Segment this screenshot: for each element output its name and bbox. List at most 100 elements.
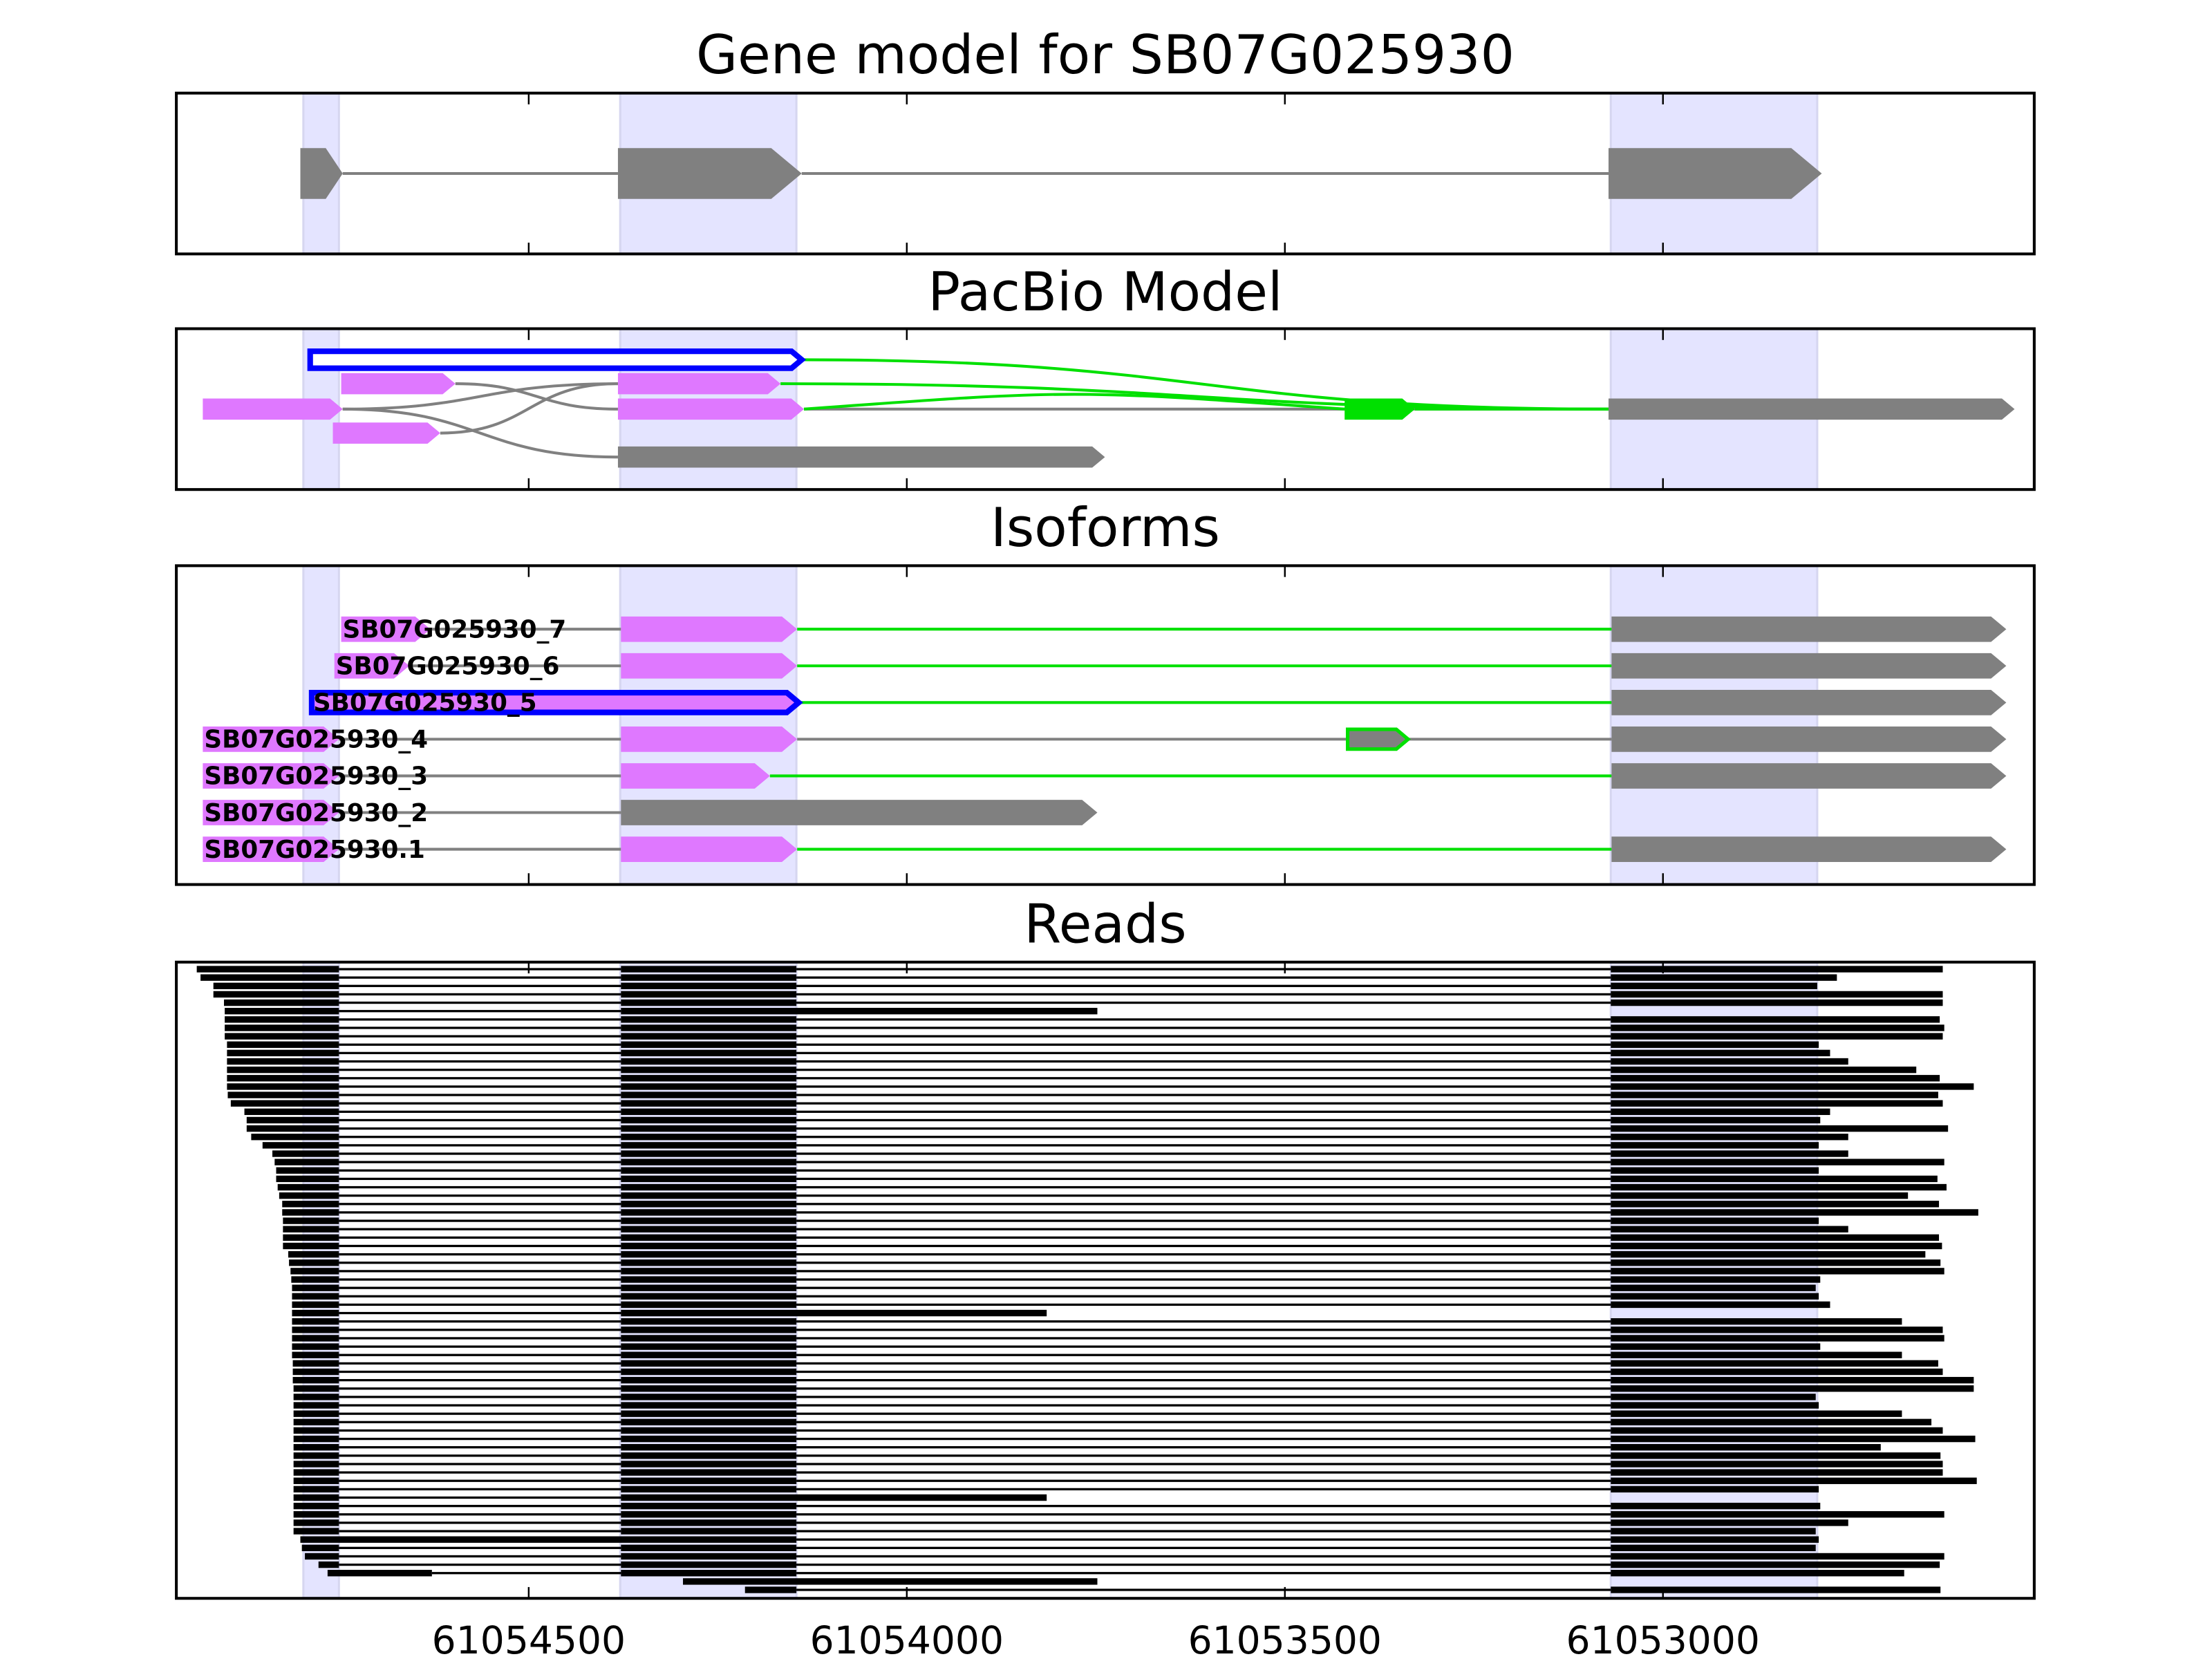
read [227, 1075, 1940, 1082]
read [244, 1108, 1830, 1116]
read [283, 1242, 1942, 1250]
read-block [292, 1360, 339, 1367]
read-intron [796, 1446, 1611, 1449]
read [227, 1058, 1848, 1065]
read-block [1611, 1528, 1816, 1535]
panel-isoforms: IsoformsSB07G025930_7SB07G025930_6SB07G0… [175, 497, 2036, 886]
plot-frame [175, 960, 2036, 1600]
read-block [246, 1116, 339, 1124]
read-block [621, 1318, 797, 1325]
read-block [621, 1234, 797, 1241]
read-block [621, 1268, 797, 1275]
read-block [621, 1134, 797, 1141]
read-intron [796, 1077, 1611, 1080]
isoform-exon [203, 727, 339, 752]
read-intron [796, 1270, 1611, 1273]
read [274, 1159, 1944, 1165]
read [213, 991, 1943, 998]
read-intron [796, 984, 1611, 987]
read [292, 1343, 1821, 1350]
read-block [621, 1444, 797, 1451]
read-intron [339, 1185, 621, 1189]
read-block [288, 1250, 339, 1258]
read [293, 1477, 1977, 1484]
read-block [1611, 1041, 1819, 1048]
read-block [1611, 1519, 1848, 1526]
read-intron [339, 1505, 621, 1508]
read-block [1611, 1242, 1942, 1250]
read-block [1611, 1402, 1819, 1409]
read [293, 1435, 1976, 1443]
isoform-exon [1611, 616, 2007, 642]
read-block [621, 982, 797, 990]
read-intron [796, 1236, 1611, 1239]
read-block [1611, 1276, 1821, 1283]
read [301, 1544, 1816, 1552]
read-intron [339, 1446, 621, 1449]
read-block [293, 1485, 339, 1493]
splice-edge [803, 393, 1345, 411]
read-block [224, 999, 339, 1006]
read-intron [339, 1077, 621, 1080]
read-block [621, 1175, 797, 1183]
read-block [274, 1159, 339, 1165]
read-block [1611, 1561, 1940, 1568]
read-block [1611, 1167, 1819, 1174]
panel-title: Gene model for SB07G025930 [696, 24, 1515, 86]
read [292, 1309, 1047, 1317]
read-block [621, 1192, 797, 1199]
read [293, 1461, 1943, 1468]
read-block [1611, 1418, 1932, 1426]
read-intron [796, 1027, 1611, 1029]
read-intron [339, 993, 621, 996]
read-intron [796, 1161, 1611, 1163]
read-block [1611, 1461, 1943, 1468]
read-block [621, 1201, 797, 1208]
read-intron [339, 1546, 621, 1549]
isoform-label: SB07G025930_4 [204, 726, 428, 754]
read-block [1611, 1268, 1944, 1275]
read-intron [796, 1588, 1611, 1591]
read-block [1611, 1108, 1830, 1116]
read-block [621, 1250, 797, 1258]
read-block [621, 1217, 797, 1224]
read [291, 1276, 1821, 1283]
read [293, 1519, 1848, 1526]
read-intron [796, 1194, 1611, 1197]
read-intron [339, 1253, 621, 1256]
read-block [283, 1234, 339, 1241]
read-block [300, 1536, 797, 1543]
read [292, 1327, 1943, 1333]
read-block [1611, 999, 1943, 1006]
read-block [1611, 1553, 1944, 1560]
read-block [246, 1125, 339, 1132]
read-block [621, 1385, 797, 1392]
read [283, 1234, 1940, 1241]
read-block [1611, 1511, 1944, 1518]
isoform-exon [621, 727, 798, 752]
read-block [1611, 1175, 1938, 1183]
read-intron [796, 1429, 1611, 1432]
isoform-exon [1611, 727, 2007, 752]
read-intron [339, 1479, 621, 1482]
read-intron [796, 1396, 1611, 1398]
read-block [621, 1452, 797, 1459]
read [683, 1578, 1098, 1585]
read-block [1611, 1183, 1947, 1191]
read-block [227, 1049, 339, 1057]
read-block [621, 1327, 797, 1333]
read-intron [796, 1471, 1611, 1474]
plot-frame [175, 91, 2036, 256]
read-intron [339, 1169, 621, 1172]
read-block [683, 1578, 1098, 1585]
read-intron [339, 1010, 621, 1013]
read-block [1611, 1360, 1938, 1367]
model-exon [617, 373, 781, 395]
read-block [621, 1394, 797, 1400]
read-block [1611, 1335, 1944, 1342]
read-intron [796, 1513, 1611, 1516]
read-intron [796, 1353, 1611, 1356]
read [292, 1335, 1944, 1342]
read [213, 982, 1817, 990]
read-block [621, 1058, 797, 1065]
